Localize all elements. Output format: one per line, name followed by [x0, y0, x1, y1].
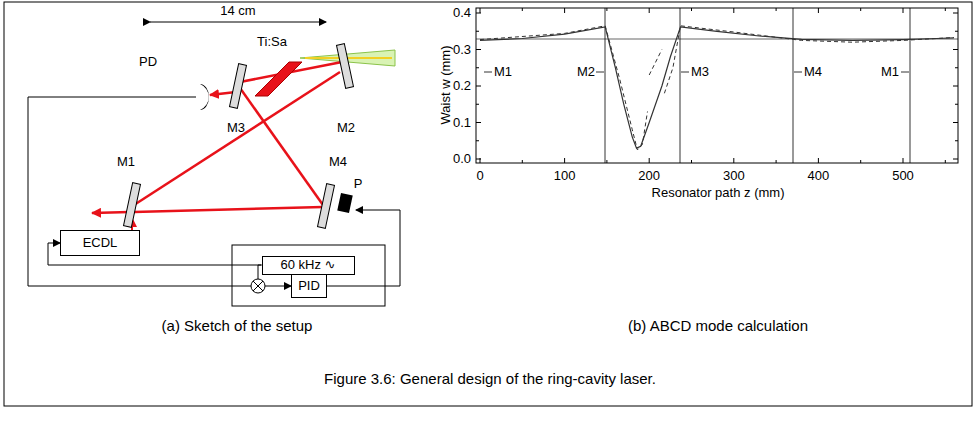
axis-label: 0.3	[453, 42, 471, 56]
part-label: M1	[881, 65, 899, 79]
axis-label: 0	[476, 169, 483, 183]
part-label: M3	[227, 121, 245, 135]
instrument-box: 60 kHz ∿	[262, 256, 355, 275]
box-text: ECDL	[83, 236, 118, 250]
instrument-box: PID	[291, 274, 327, 298]
axis-label: Waist w (mm)	[439, 46, 453, 125]
figure-caption: Figure 3.6: General design of the ring-c…	[324, 370, 656, 387]
axis-label: 0.2	[453, 79, 471, 93]
part-label: M4	[804, 65, 822, 79]
axis-label: Resonator path z (mm)	[652, 186, 785, 200]
part-label: M1	[494, 65, 512, 79]
part-label: 14 cm	[220, 4, 255, 18]
axis-label: 400	[808, 169, 830, 183]
axis-label: 300	[723, 169, 745, 183]
axis-label: 500	[892, 169, 914, 183]
part-label: M2	[337, 121, 355, 135]
subcaption: (b) ABCD mode calculation	[628, 318, 808, 335]
axis-label: 200	[638, 169, 660, 183]
part-label: M1	[117, 155, 135, 169]
box-text: PID	[298, 279, 320, 293]
part-label: PD	[139, 55, 157, 69]
part-label: M3	[691, 65, 709, 79]
part-label: P	[354, 177, 363, 191]
axis-label: 0.0	[453, 152, 471, 166]
part-label: M4	[329, 155, 347, 169]
axis-label: 100	[554, 169, 576, 183]
part-label: M2	[577, 65, 595, 79]
instrument-box: ECDL	[60, 230, 140, 256]
part-label: Ti:Sa	[257, 35, 287, 49]
subcaption: (a) Sketch of the setup	[162, 318, 313, 335]
box-text: 60 kHz ∿	[281, 258, 336, 272]
axis-label: 0.4	[453, 6, 471, 20]
axis-label: 0.1	[453, 115, 471, 129]
